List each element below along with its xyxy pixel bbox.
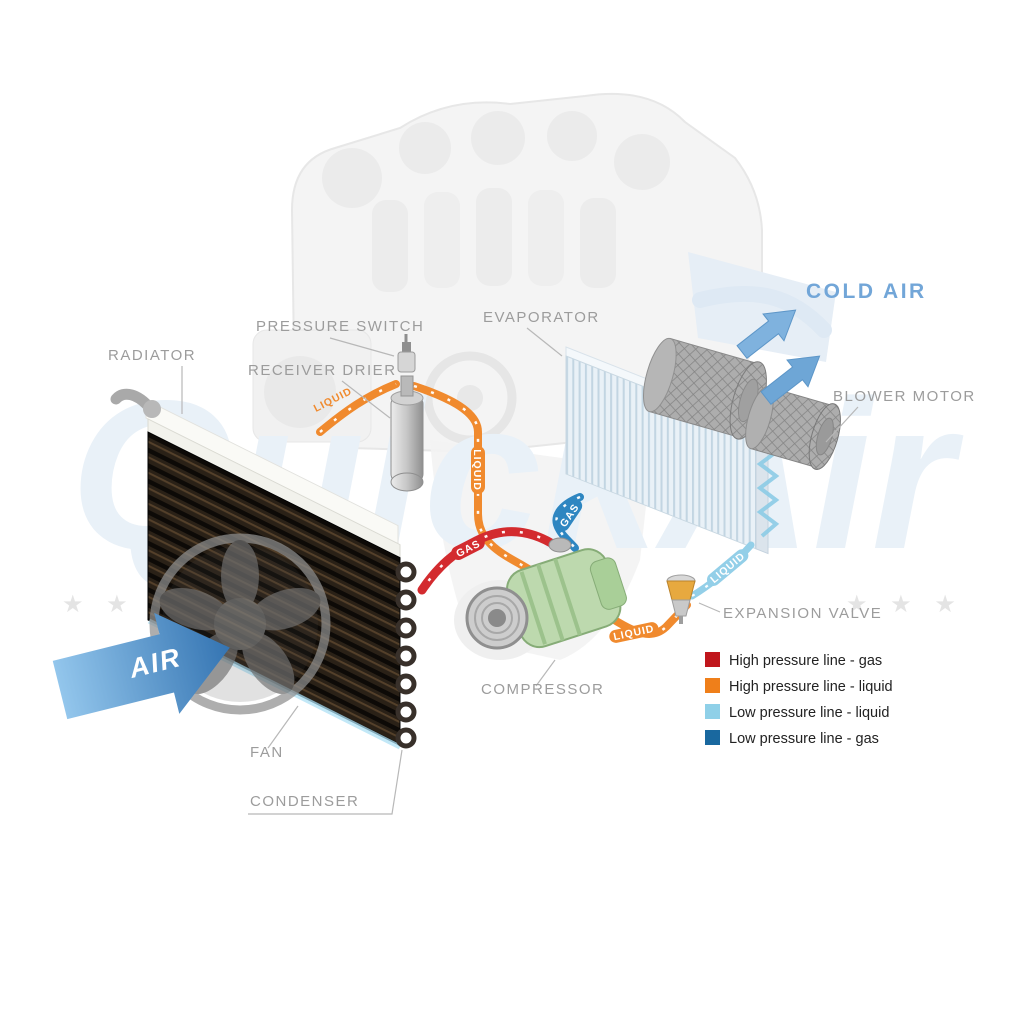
- label-fan: FAN: [250, 744, 284, 761]
- svg-text:LIQUID: LIQUID: [471, 449, 483, 491]
- label-blower-motor: BLOWER MOTOR: [833, 388, 976, 405]
- receiver-drier-unit: [390, 375, 424, 492]
- label-pressure-switch: PRESSURE SWITCH: [256, 318, 424, 335]
- legend-swatch-low-pressure-liquid: [705, 704, 720, 719]
- evaporator-serpentine-tubes: [756, 438, 780, 538]
- flow-label-liquid-down: LIQUID: [471, 446, 485, 494]
- compressor-discharge-port: [548, 537, 572, 553]
- label-radiator: RADIATOR: [108, 347, 196, 364]
- pressure-switch-unit: [397, 334, 416, 373]
- label-compressor: COMPRESSOR: [481, 681, 604, 698]
- watermark-stars-right: ★ ★ ★: [846, 591, 964, 618]
- legend-swatch-high-pressure-liquid: [705, 678, 720, 693]
- legend-label-high-pressure-gas: High pressure line - gas: [729, 653, 882, 669]
- label-cold-air: COLD AIR: [806, 280, 927, 303]
- pipe-high-pressure-liquid-inlet: [316, 380, 400, 436]
- condenser-serpentine-tubes: [395, 561, 417, 749]
- legend-swatch-low-pressure-gas: [705, 730, 720, 745]
- label-condenser: CONDENSER: [250, 793, 359, 810]
- cold-air-arrow-icon: [760, 355, 821, 406]
- label-receiver-drier: RECEIVER DRIER: [248, 362, 397, 379]
- cold-air-arrow-icon: [736, 309, 797, 360]
- pressure-switch-body: [397, 351, 416, 373]
- receiver-drier-body: [390, 395, 424, 483]
- expansion-valve-body: [666, 580, 696, 601]
- label-evaporator: EVAPORATOR: [483, 309, 600, 326]
- legend-label-high-pressure-liquid: High pressure line - liquid: [729, 679, 893, 695]
- blower-motor-unit: [643, 337, 841, 470]
- legend-label-low-pressure-gas: Low pressure line - gas: [729, 731, 879, 747]
- expansion-valve-unit: [666, 574, 696, 624]
- radiator-unit: [110, 388, 399, 545]
- legend-label-low-pressure-liquid: Low pressure line - liquid: [729, 705, 889, 721]
- compressor-unit: [465, 537, 627, 650]
- cold-air-arrows: [736, 309, 821, 406]
- legend-swatch-high-pressure-gas: [705, 652, 720, 667]
- label-expansion-valve: EXPANSION VALVE: [723, 605, 882, 622]
- air-arrow-icon: [52, 612, 230, 720]
- leader-lines: [181, 327, 859, 815]
- air-intake-arrow: AIR: [52, 612, 230, 720]
- legend: High pressure line - gas High pressure l…: [705, 652, 893, 747]
